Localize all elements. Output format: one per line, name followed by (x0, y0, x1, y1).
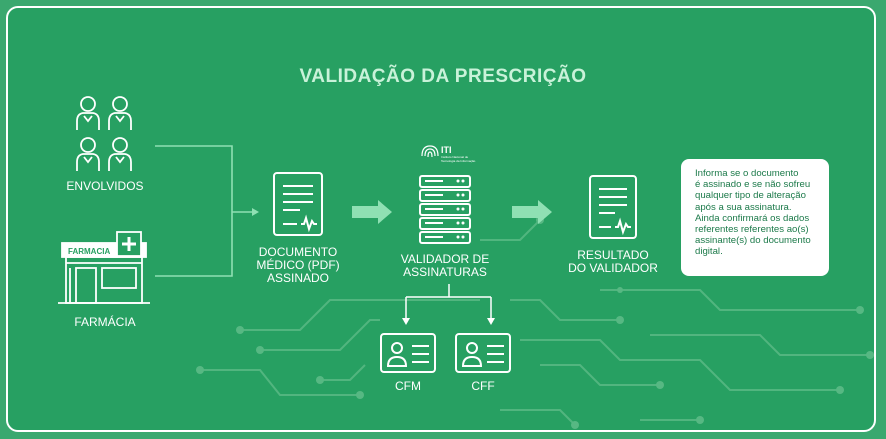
cfm-label: CFM (395, 379, 421, 393)
info-line: assinante(s) do documento (695, 235, 811, 247)
people-icon (76, 96, 132, 171)
fingerprint-icon (421, 145, 439, 158)
result-label-line-1: RESULTADO (577, 248, 649, 262)
result-document-icon (589, 175, 637, 239)
arrow-validator-to-result (512, 200, 552, 224)
circuit-traces (200, 219, 870, 426)
validator-label: VALIDADOR DE ASSINATURAS (385, 253, 505, 279)
iti-logo-text: ITI (441, 145, 452, 155)
document-icon (273, 172, 323, 236)
involved-label: ENVOLVIDOS (66, 179, 144, 193)
info-line: digital. (695, 246, 723, 258)
document-label-line-1: DOCUMENTO (258, 245, 338, 259)
info-line: após a sua assinatura. (695, 201, 792, 213)
actors-connector (155, 145, 252, 277)
document-label-line-2: MÉDICO (PDF) (256, 258, 340, 272)
info-box: Informa se o documento é assinado e se n… (681, 159, 829, 276)
cff-arrowhead (487, 318, 495, 325)
result-label-line-2: DO VALIDADOR (568, 261, 658, 275)
pharmacy-sign-text: FARMACIA (68, 247, 110, 256)
cfm-id-card-icon (380, 333, 436, 373)
server-led-dots (456, 179, 465, 239)
document-label: DOCUMENTO MÉDICO (PDF) ASSINADO (238, 246, 358, 285)
iti-logo-subtitle-1: Instituto Nacional de (441, 155, 469, 159)
council-connector (405, 284, 492, 320)
info-line: é assinado e se não sofreu (695, 179, 811, 191)
server-icon (419, 175, 471, 244)
info-line: Informa se o documento (695, 168, 799, 179)
result-label: RESULTADO DO VALIDADOR (553, 249, 673, 275)
arrow-document-to-validator (352, 200, 392, 224)
validator-label-line-1: VALIDADOR DE (400, 252, 490, 266)
page-title: VALIDAÇÃO DA PRESCRIÇÃO (299, 66, 587, 87)
pharmacy-icon (58, 231, 150, 304)
cff-label: CFF (471, 379, 495, 393)
info-line: qualquer tipo de alteração (695, 190, 806, 202)
cff-id-card-icon (455, 333, 511, 373)
pharmacy-label: FARMÁCIA (74, 315, 136, 329)
validator-label-line-2: ASSINATURAS (403, 265, 487, 279)
actors-connector-arrowhead (252, 208, 259, 216)
iti-logo-subtitle-2: Tecnologia da Informação (441, 159, 476, 163)
info-line: referentes referentes ao(s) (695, 224, 809, 236)
cfm-arrowhead (402, 318, 410, 325)
info-line: Ainda confirmará os dados (695, 212, 810, 224)
document-label-line-3: ASSINADO (266, 271, 329, 285)
